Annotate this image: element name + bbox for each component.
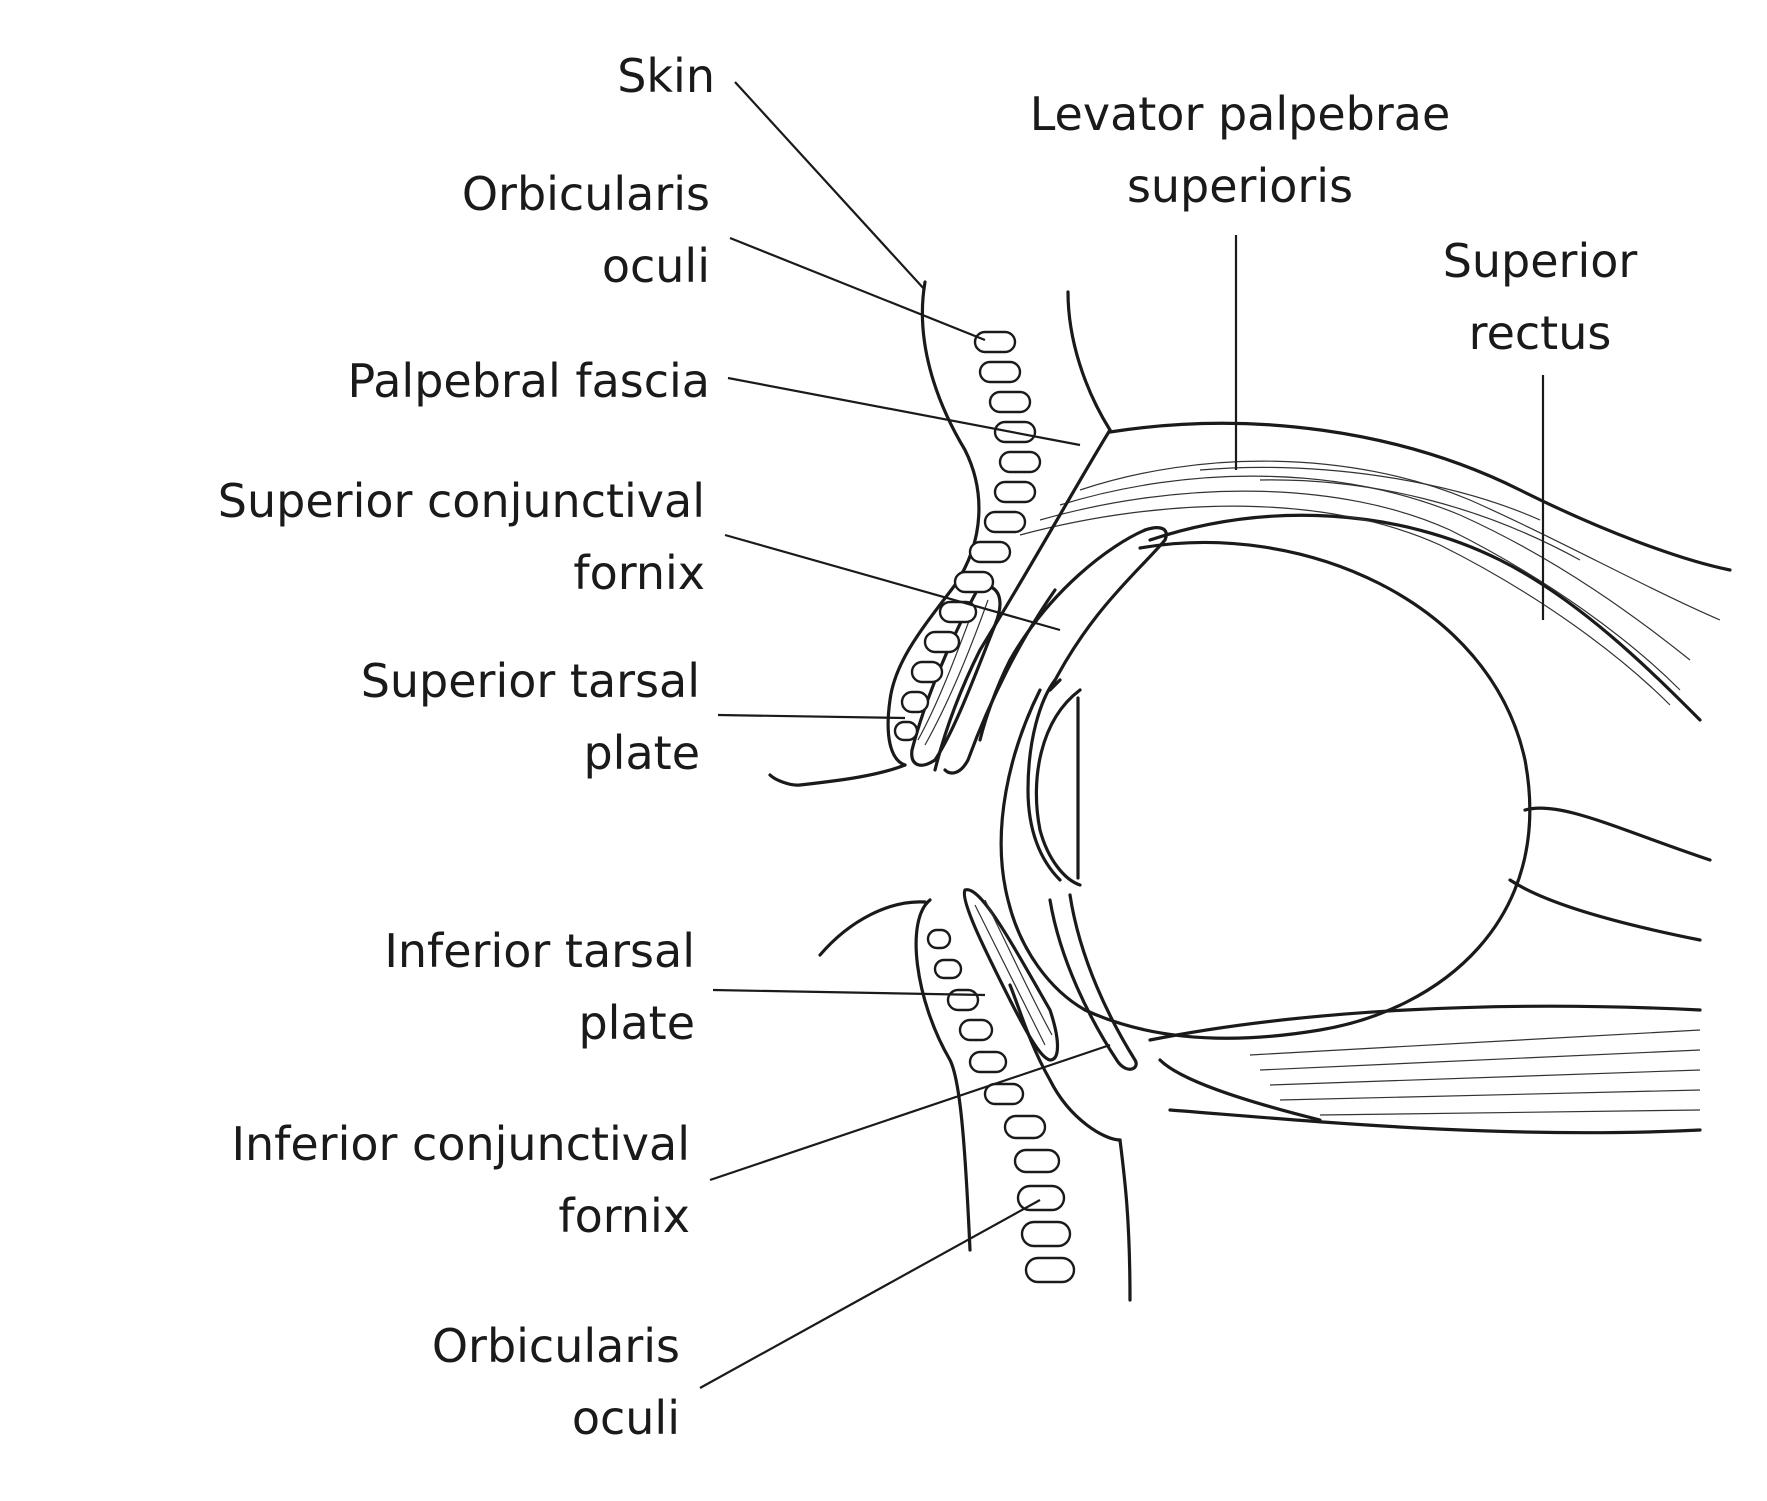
leader-orbicularis-lower	[699, 1199, 1041, 1389]
label-orbicularis-oculi-lower-line1: Orbicularis	[431, 1319, 680, 1373]
leader-superior-fornix	[724, 533, 1061, 632]
optic-nerve	[1508, 806, 1712, 942]
orbicularis-oculi-upper-muscle	[893, 330, 1042, 742]
label-orbicularis-oculi-upper: Orbicularis oculi	[400, 158, 710, 302]
label-superior-conjunctival-fornix: Superior conjunctival fornix	[150, 465, 705, 609]
label-skin: Skin	[617, 49, 715, 103]
label-palpebral-fascia: Palpebral fascia	[347, 354, 710, 408]
label-orbicularis-oculi-upper-line1: Orbicularis	[461, 167, 710, 221]
leader-skin	[734, 81, 926, 291]
label-levator-palpebrae-superioris: Levator palpebrae superioris	[1005, 78, 1475, 222]
label-superior-rectus-line2: rectus	[1468, 306, 1612, 360]
leader-inferior-tarsal	[712, 988, 986, 997]
label-superior-rectus-line1: Superior	[1442, 234, 1638, 288]
leader-inferior-fornix	[709, 1043, 1111, 1182]
cornea	[1034, 688, 1082, 887]
lower-eyelid	[818, 888, 1132, 1302]
label-superior-tarsal-plate: Superior tarsal plate	[320, 645, 700, 789]
leader-superior-tarsal	[717, 713, 906, 720]
leader-palpebral-fascia	[727, 376, 1081, 447]
label-inferior-conjunctival-fornix-line2: fornix	[558, 1189, 690, 1243]
lower-conjunctiva	[1048, 893, 1322, 1122]
label-inferior-tarsal-plate: Inferior tarsal plate	[320, 915, 695, 1059]
label-inferior-conjunctival-fornix-line1: Inferior conjunctival	[231, 1117, 690, 1171]
levator-palpebrae-superioris-muscle	[1019, 421, 1732, 722]
orbicularis-oculi-lower-muscle	[926, 928, 1076, 1284]
label-superior-conjunctival-fornix-line1: Superior conjunctival	[217, 474, 705, 528]
label-superior-tarsal-plate-line2: plate	[583, 726, 700, 780]
label-inferior-tarsal-plate-line2: plate	[578, 996, 695, 1050]
upper-eyelid	[768, 280, 1112, 787]
label-superior-conjunctival-fornix-line2: fornix	[573, 546, 705, 600]
label-levator-line1: Levator palpebrae	[1029, 87, 1451, 141]
leader-orbicularis-upper	[729, 236, 986, 342]
label-superior-tarsal-plate-line1: Superior tarsal	[360, 654, 700, 708]
label-inferior-tarsal-plate-line1: Inferior tarsal	[384, 924, 695, 978]
label-levator-line2: superioris	[1126, 159, 1354, 213]
label-orbicularis-oculi-lower: Orbicularis oculi	[370, 1310, 680, 1454]
label-superior-rectus: Superior rectus	[1410, 225, 1670, 369]
inferior-rectus-muscle	[1148, 1004, 1702, 1135]
label-orbicularis-oculi-upper-line2: oculi	[601, 239, 710, 293]
label-orbicularis-oculi-lower-line2: oculi	[571, 1391, 680, 1445]
eyeball	[999, 540, 1532, 1040]
label-inferior-conjunctival-fornix: Inferior conjunctival fornix	[130, 1108, 690, 1252]
leader-lines	[699, 81, 1545, 1389]
